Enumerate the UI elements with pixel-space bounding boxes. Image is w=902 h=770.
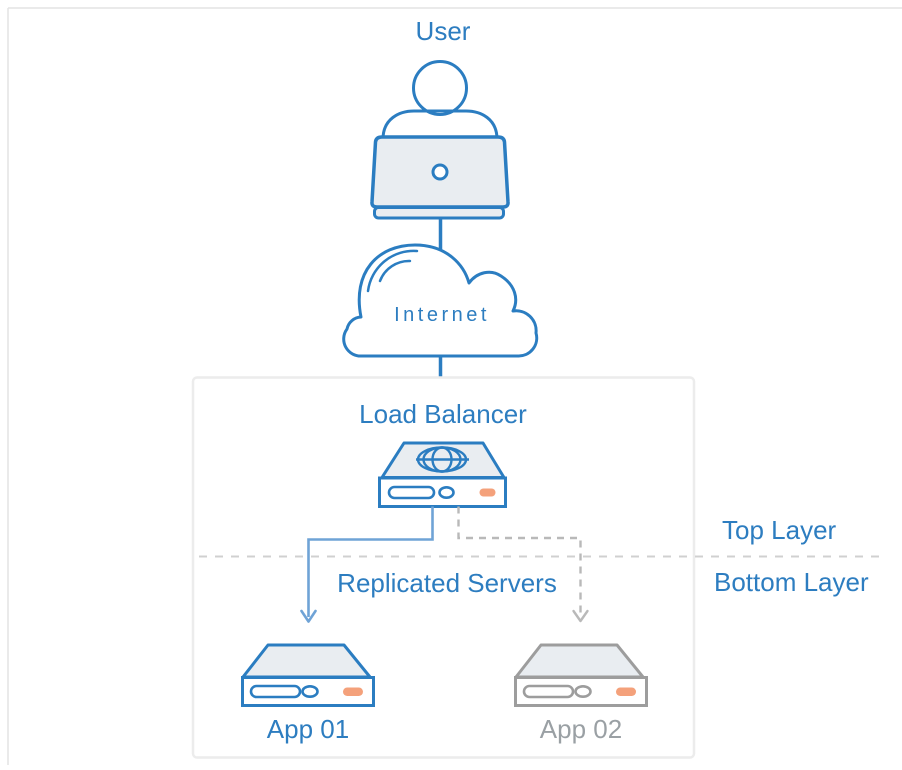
arrow-to-app02-head: [572, 609, 589, 623]
arrow-to-app01-head: [300, 609, 317, 623]
app01-indicator-dot: [301, 684, 319, 698]
user-head: [412, 60, 468, 116]
load-balancer-icon: [378, 441, 507, 508]
cloud-outline: [342, 243, 539, 358]
user-icon: [370, 60, 510, 220]
infrastructure-box: [191, 376, 696, 759]
app01-server-icon: [241, 643, 375, 707]
arrow-to-app01: [307, 506, 434, 617]
solid-arrow-icon: [300, 506, 434, 623]
lb-drive-slot: [387, 485, 436, 500]
bottom-layer-label: Bottom Layer: [714, 567, 869, 597]
app02-status-led: [616, 687, 636, 696]
load-balancer-label: Load Balancer: [359, 399, 527, 429]
app01-label: App 01: [267, 714, 349, 744]
top-layer-label: Top Layer: [722, 515, 837, 545]
user-shoulders: [381, 109, 499, 141]
arrow-to-app02: [457, 506, 582, 616]
lb-indicator-dot: [438, 485, 455, 499]
internet-cloud-icon: Internet: [342, 243, 539, 358]
app01-status-led: [343, 687, 363, 696]
globe-icon: [416, 446, 469, 473]
app02-drive-slot: [522, 684, 575, 699]
laptop-logo-dot: [431, 163, 449, 181]
replicated-servers-label: Replicated Servers: [337, 568, 557, 598]
app01-top-slab: [241, 643, 372, 679]
cloud-highlight-arc-outer: [366, 249, 419, 293]
app02-top-slab: [514, 643, 645, 679]
app02-indicator-dot: [574, 684, 592, 698]
dashed-arrow-icon: [457, 506, 589, 623]
app01-drive-slot: [249, 684, 302, 699]
app02-label: App 02: [540, 714, 622, 744]
laptop-base: [373, 206, 505, 220]
lb-status-led: [479, 488, 496, 497]
internet-label: Internet: [394, 304, 490, 326]
app02-server-icon: [514, 643, 648, 707]
cloud-highlight-arc-inner: [378, 259, 412, 283]
user-label: User: [416, 16, 471, 46]
